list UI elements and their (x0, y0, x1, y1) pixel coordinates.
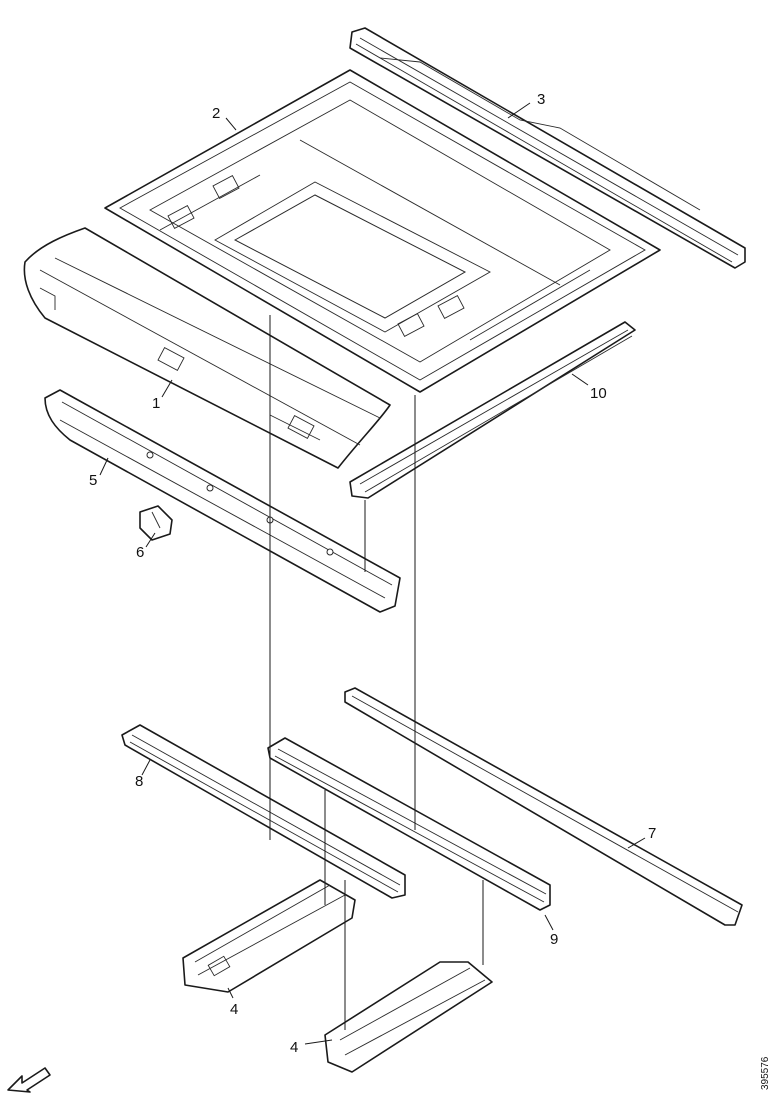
callout-3: 3 (537, 91, 545, 108)
part-5-front-header-reinforcement (44, 389, 401, 613)
part-3-roof-side-rail (349, 27, 746, 269)
part-10-inner-side-rail (349, 321, 636, 499)
part-4-bow-bracket-upper (182, 879, 356, 993)
callout-2: 2 (212, 105, 220, 122)
part-6-bracket (139, 505, 173, 541)
part-8-roof-bow (121, 724, 406, 899)
front-direction-arrow-icon (7, 1067, 51, 1093)
callout-7: 7 (648, 825, 656, 842)
callout-labels: 2 3 1 10 5 6 8 7 9 4 4 (89, 91, 656, 1056)
assembly-guide-lines (269, 315, 484, 1030)
callout-9: 9 (550, 931, 558, 948)
callout-4-upper: 4 (230, 1001, 238, 1018)
callout-8: 8 (135, 773, 143, 790)
callout-4-lower: 4 (290, 1039, 298, 1056)
part-9-roof-bow (267, 737, 551, 911)
callout-6: 6 (136, 544, 144, 561)
diagram-reference-code: 395576 (760, 1056, 771, 1090)
callout-5: 5 (89, 472, 97, 489)
part-4-bow-bracket-lower (324, 961, 493, 1073)
leader-lines (99, 102, 646, 1045)
part-2-roof-panel (104, 69, 661, 393)
callout-1: 1 (152, 395, 160, 412)
callout-10: 10 (590, 385, 607, 402)
part-7-side-rail (344, 687, 743, 926)
part-1-front-header-panel (23, 227, 391, 469)
